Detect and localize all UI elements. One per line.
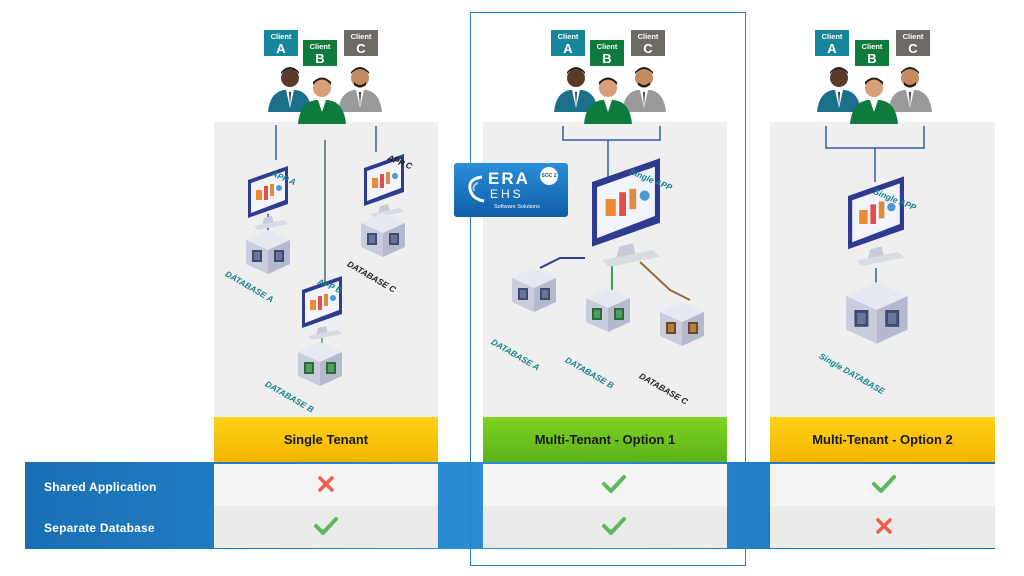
column-header-single-tenant: Single Tenant [214, 417, 438, 462]
check-icon [601, 474, 627, 498]
check-icon [313, 516, 339, 540]
logo-swirl-icon [468, 175, 485, 203]
logo-ehs-text: EHS [490, 187, 524, 201]
cross-icon [874, 516, 894, 540]
row-label-shared-application: Shared Application [44, 480, 157, 494]
highlight-frame [470, 12, 746, 566]
row-label-separate-database: Separate Database [44, 521, 155, 535]
soc2-badge: SOC 2 [540, 167, 558, 185]
cross-icon [316, 474, 336, 498]
column-header-multi-tenant-2: Multi-Tenant - Option 2 [770, 417, 995, 462]
check-icon [871, 474, 897, 498]
column-header-multi-tenant-1: Multi-Tenant - Option 1 [483, 417, 727, 462]
multi-tenant-2-panel [770, 122, 995, 417]
logo-era-text: ERA [488, 169, 530, 188]
era-ehs-logo: ERA EHS Software Solutions SOC 2 [454, 163, 568, 217]
logo-tagline: Software Solutions [494, 204, 540, 210]
cell-multi2-shared [770, 464, 995, 506]
check-icon [601, 516, 627, 540]
